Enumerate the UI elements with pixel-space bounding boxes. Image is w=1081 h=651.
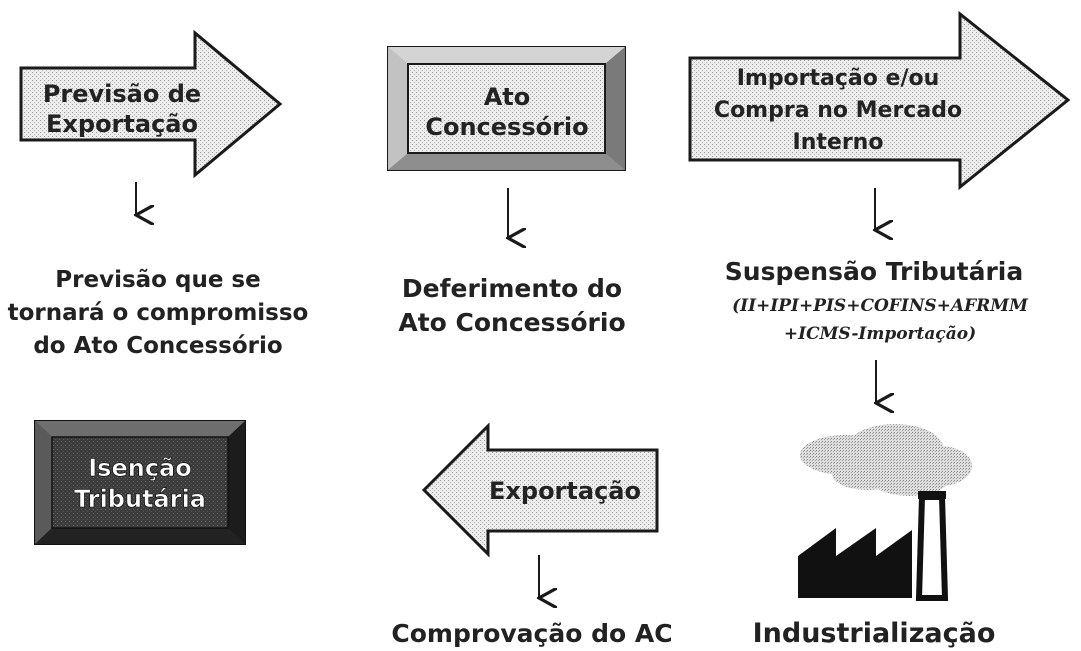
importacao-line-3: Interno: [793, 130, 884, 155]
previsao-description: Previsão que se tornará o compromisso do…: [8, 267, 309, 359]
industrializacao-label: Industrialização: [753, 618, 996, 649]
previsao-exportacao-arrow: Previsão de Exportação: [19, 29, 283, 179]
comprovacao-label: Comprovação do AC: [391, 619, 672, 648]
isencao-line-1: Isenção: [88, 454, 192, 482]
suspensao-sub-line-2: +ICMS-Importação): [784, 324, 976, 344]
importacao-line-1: Importação e/ou: [737, 66, 940, 91]
ato-concessorio-box: Ato Concessório: [387, 46, 626, 171]
importacao-line-2: Compra no Mercado: [714, 98, 962, 123]
ato-line-1: Ato: [484, 83, 531, 111]
suspensao-sub-line-1: (II+IPI+PIS+COFINS+AFRMM: [732, 296, 1029, 316]
suspensao-title: Suspensão Tributária: [725, 257, 1023, 286]
deferimento-line-1: Deferimento do: [402, 274, 622, 303]
previsao-line-1: Previsão de: [43, 80, 201, 108]
deferimento-label: Deferimento do Ato Concessório: [398, 274, 625, 337]
exportacao-label: Exportação: [489, 477, 641, 505]
isencao-line-2: Tributária: [74, 485, 206, 513]
previsao-desc-line-1: Previsão que se: [55, 267, 260, 293]
smoke-cloud-icon: [800, 424, 972, 496]
importacao-arrow: Importação e/ou Compra no Mercado Intern…: [688, 10, 1071, 191]
exportacao-arrow: Exportação: [421, 422, 659, 558]
previsao-line-2: Exportação: [46, 110, 198, 138]
deferimento-line-2: Ato Concessório: [398, 308, 625, 337]
isencao-tributaria-box: Isenção Tributária: [34, 420, 246, 545]
factory-icon: [798, 424, 972, 601]
ato-line-2: Concessório: [425, 113, 588, 141]
suspensao-tributaria: Suspensão Tributária (II+IPI+PIS+COFINS+…: [725, 257, 1029, 344]
previsao-desc-line-2: tornará o compromisso: [8, 300, 309, 326]
previsao-desc-line-3: do Ato Concessório: [33, 333, 282, 359]
